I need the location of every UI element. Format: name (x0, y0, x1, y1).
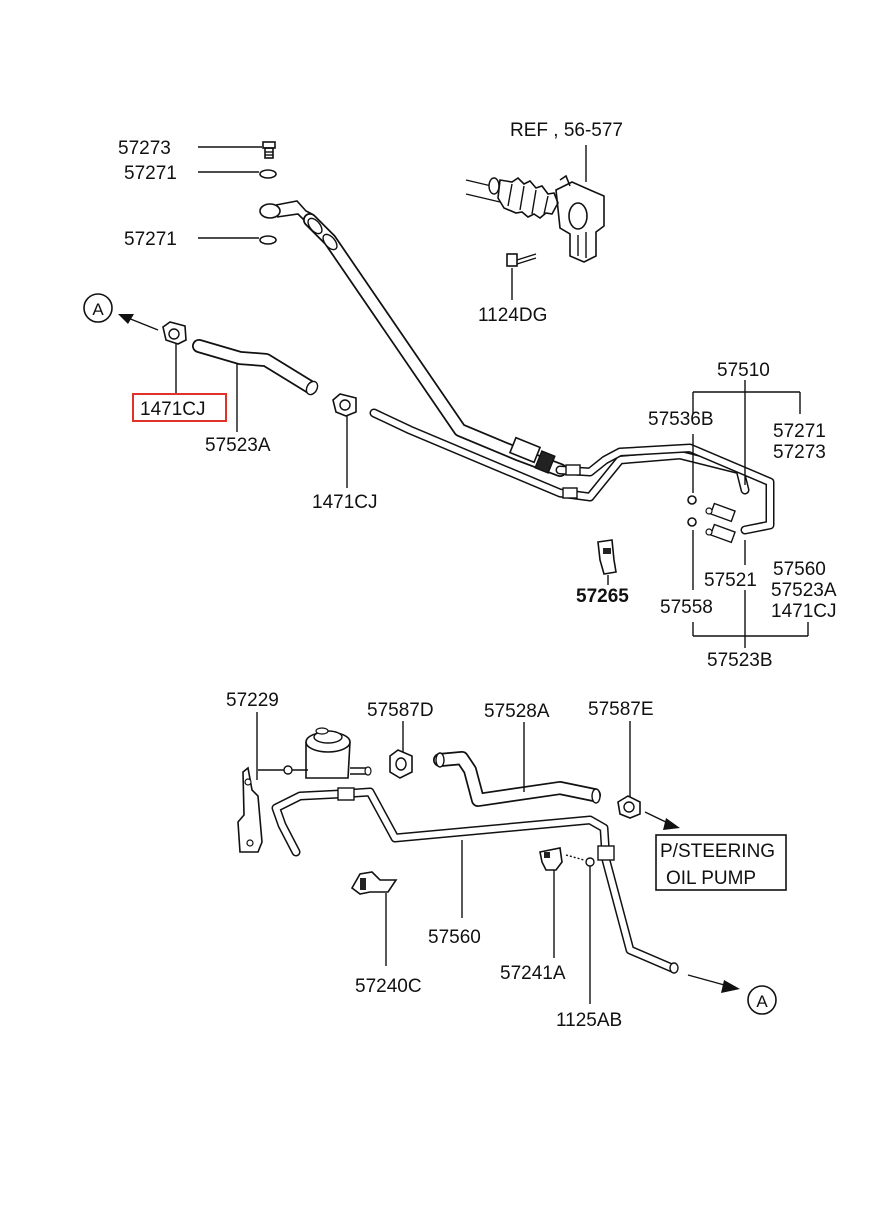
label-1471cj-mid: 1471CJ (312, 492, 378, 513)
label-57560-bottom: 57560 (428, 927, 481, 948)
reservoir (258, 727, 372, 779)
label-57536b: 57536B (648, 409, 714, 430)
hose-57528a (433, 751, 601, 807)
return-pipe (369, 408, 775, 535)
label-57271-a: 57271 (124, 163, 177, 184)
bolt-1125ab (565, 854, 595, 867)
fittings-57521 (705, 502, 736, 544)
highlight-box-1471cj (132, 393, 227, 422)
label-57587d: 57587D (367, 700, 434, 721)
label-57560-right: 57560 (773, 559, 826, 580)
label-ref: REF , 56-577 (510, 120, 623, 141)
pump-callout-line2: OIL PUMP (666, 868, 756, 889)
label-57528a: 57528A (484, 701, 550, 722)
o-ring-57558 (687, 517, 697, 527)
hose-57523a-left (192, 339, 319, 396)
label-1125ab: 1125AB (556, 1010, 622, 1031)
label-57273-right: 57273 (773, 442, 826, 463)
label-57229: 57229 (226, 690, 279, 711)
pump-callout-line1: P/STEERING (660, 841, 775, 862)
clamp-57587e (617, 795, 680, 830)
bracket-57241a (539, 847, 563, 871)
bracket-57229 (237, 766, 263, 853)
clip-57265 (597, 539, 617, 575)
clamp-1471cj-left (162, 321, 187, 345)
clamp-57587d (389, 749, 413, 779)
pressure-hose (303, 213, 567, 477)
bolt-57273 (262, 141, 276, 159)
ref-a-top-text: A (92, 300, 104, 319)
clip-57240c (350, 871, 398, 895)
label-57523b: 57523B (707, 650, 773, 671)
pipe-57560 (271, 787, 679, 974)
reference-a-bottom: A (687, 974, 777, 1015)
label-1471cj-left: 1471CJ (140, 399, 206, 420)
label-57521: 57521 (704, 570, 757, 591)
label-57510: 57510 (717, 360, 770, 381)
label-57273-top: 57273 (118, 138, 171, 159)
pump-callout: P/STEERING OIL PUMP (655, 834, 787, 891)
label-1124dg: 1124DG (478, 305, 547, 326)
bolt-1124dg (506, 253, 537, 267)
bracket-57510 (692, 380, 801, 485)
label-1471cj-right: 1471CJ (771, 601, 837, 622)
label-57558: 57558 (660, 597, 713, 618)
label-57587e: 57587E (588, 699, 654, 720)
label-57523a-right: 57523A (771, 580, 837, 601)
reference-a-top: A (83, 293, 159, 331)
o-ring-57536b (687, 495, 697, 505)
label-57271-b: 57271 (124, 229, 177, 250)
clamp-1471cj-mid (332, 393, 357, 417)
ref-a-bottom-text: A (756, 992, 768, 1011)
washer-57271-b (259, 235, 277, 245)
steering-gear (465, 174, 605, 263)
washer-57271-a (259, 169, 277, 179)
label-57523a-left: 57523A (205, 435, 271, 456)
label-57240c: 57240C (355, 976, 422, 997)
bracket-57523b (692, 530, 809, 648)
label-57241a: 57241A (500, 963, 566, 984)
label-57265: 57265 (576, 586, 629, 607)
label-57271-right: 57271 (773, 421, 826, 442)
